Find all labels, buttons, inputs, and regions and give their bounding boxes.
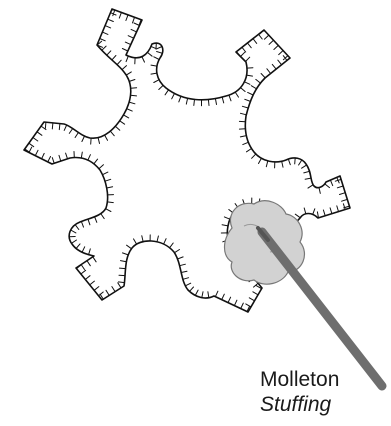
label-molleton: Molleton [260, 369, 339, 390]
label-stuffing: Stuffing [260, 394, 331, 415]
stuffing-stick-icon [258, 228, 382, 386]
